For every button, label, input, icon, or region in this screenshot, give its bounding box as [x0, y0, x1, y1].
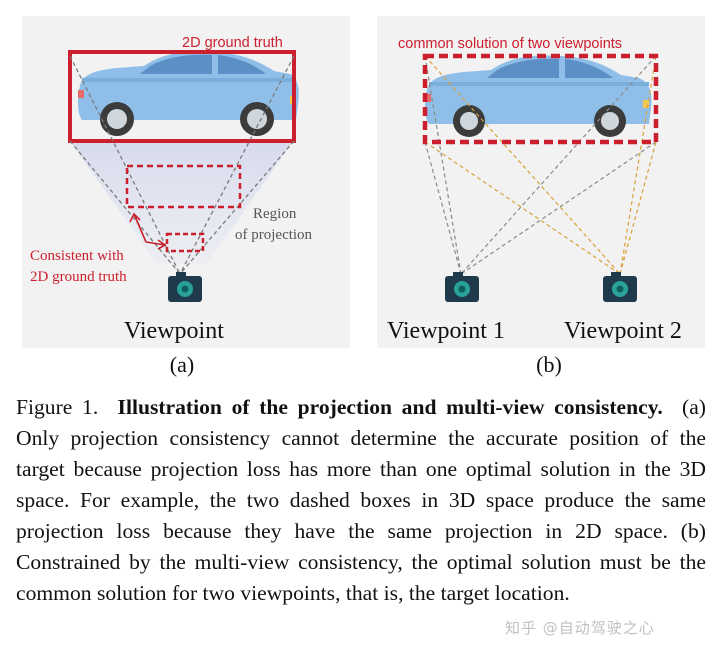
region-label-line2: of projection	[235, 227, 313, 243]
figure-caption: Figure 1. Illustration of the projection…	[16, 392, 706, 609]
subfigure-label-a: (a)	[169, 352, 195, 377]
caption-body: (a) Only projection consistency cannot d…	[16, 395, 706, 605]
common-solution-box	[422, 53, 659, 145]
camera-icon	[168, 272, 202, 302]
consistent-label-line1: Consistent with	[30, 248, 124, 264]
panel-a-figure: 2D ground truth Consistent with 2D groun…	[30, 35, 313, 344]
region-label-line1: Region	[253, 206, 297, 222]
consistency-arrows	[129, 212, 167, 250]
car-icon	[424, 55, 652, 137]
rays-viewpoint-2	[424, 55, 657, 275]
camera-icon	[445, 272, 479, 302]
viewpoint-1-label: Viewpoint 1	[387, 318, 505, 344]
rays-viewpoint-1	[424, 55, 657, 275]
dashed-box-far	[125, 164, 242, 209]
caption-title: Illustration of the projection and multi…	[117, 395, 663, 419]
common-solution-label: common solution of two viewpoints	[398, 36, 622, 52]
projection-rays	[69, 55, 295, 275]
car-icon	[77, 51, 299, 136]
panel-a: 2D ground truth Consistent with 2D groun…	[22, 16, 350, 348]
viewpoint-2-label: Viewpoint 2	[564, 318, 682, 344]
ground-truth-label: 2D ground truth	[182, 35, 283, 51]
projection-region	[70, 141, 293, 264]
camera-icon	[603, 272, 637, 302]
subfigure-label-b: (b)	[536, 352, 562, 377]
dashed-box-near	[165, 232, 205, 253]
ground-truth-box	[68, 50, 296, 143]
consistent-label-line2: 2D ground truth	[30, 269, 127, 285]
panel-b-figure: common solution of two viewpoints Viewpo…	[387, 36, 682, 344]
caption-prefix: Figure 1.	[16, 395, 99, 419]
watermark: 知乎 @自动驾驶之心	[505, 619, 655, 637]
panel-b: common solution of two viewpoints Viewpo…	[377, 16, 705, 348]
viewpoint-label: Viewpoint	[124, 318, 224, 344]
